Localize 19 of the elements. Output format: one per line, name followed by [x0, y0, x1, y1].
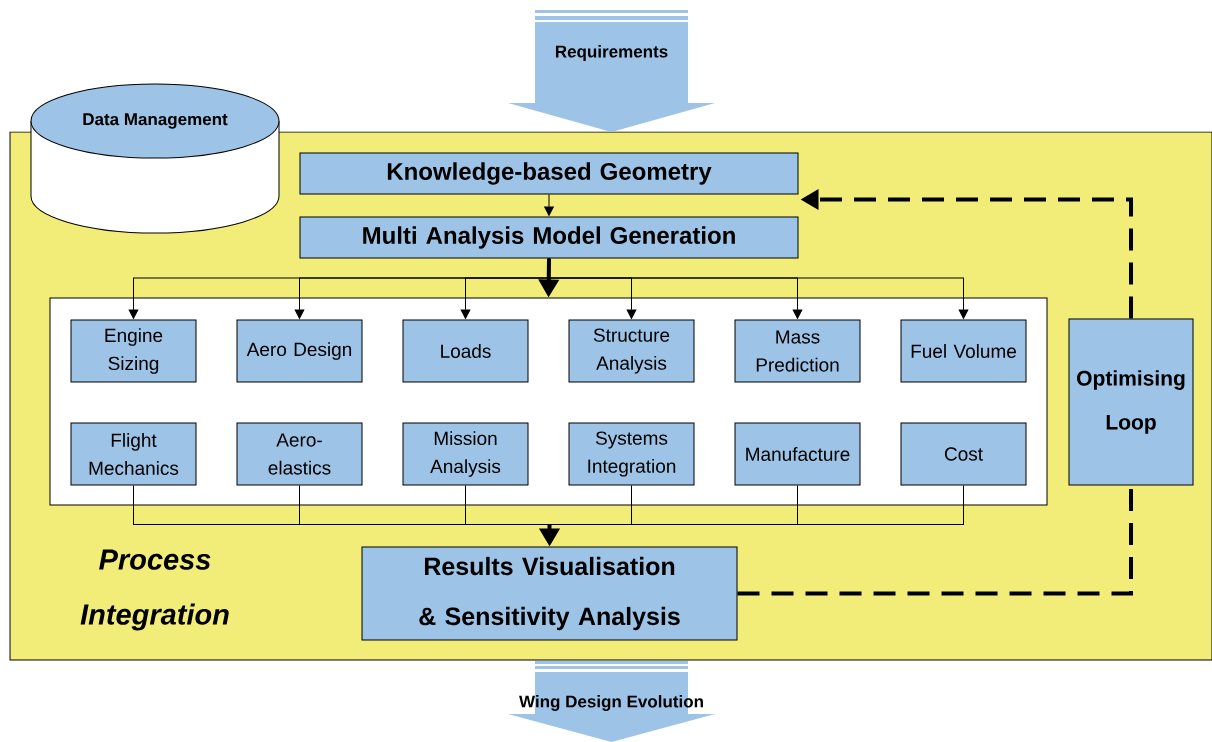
loop-box: Optimising Loop — [1068, 318, 1194, 486]
arrow — [544, 194, 554, 216]
module-box: Aero- elastics — [236, 422, 363, 486]
module-box: Fuel Volume — [900, 319, 1027, 383]
module-box: Mission Analysis — [402, 422, 529, 486]
process-box: Multi Analysis Model Generation — [299, 216, 799, 259]
module-box: Structure Analysis — [568, 319, 695, 383]
process-box: Results Visualisation & Sensitivity Analysis — [361, 546, 738, 641]
module-box: Aero Design — [236, 319, 363, 383]
module-box: Systems Integration — [568, 422, 695, 486]
module-box: Manufacture — [734, 422, 861, 486]
process-box: Knowledge-based Geometry — [299, 152, 799, 195]
module-box: Mass Prediction — [734, 319, 861, 383]
module-box: Flight Mechanics — [70, 422, 197, 486]
module-box: Engine Sizing — [70, 319, 197, 383]
database-cylinder: Data Management — [30, 83, 280, 234]
module-box: Cost — [900, 422, 1027, 486]
connector-line — [465, 485, 550, 525]
module-box: Loads — [402, 319, 529, 383]
